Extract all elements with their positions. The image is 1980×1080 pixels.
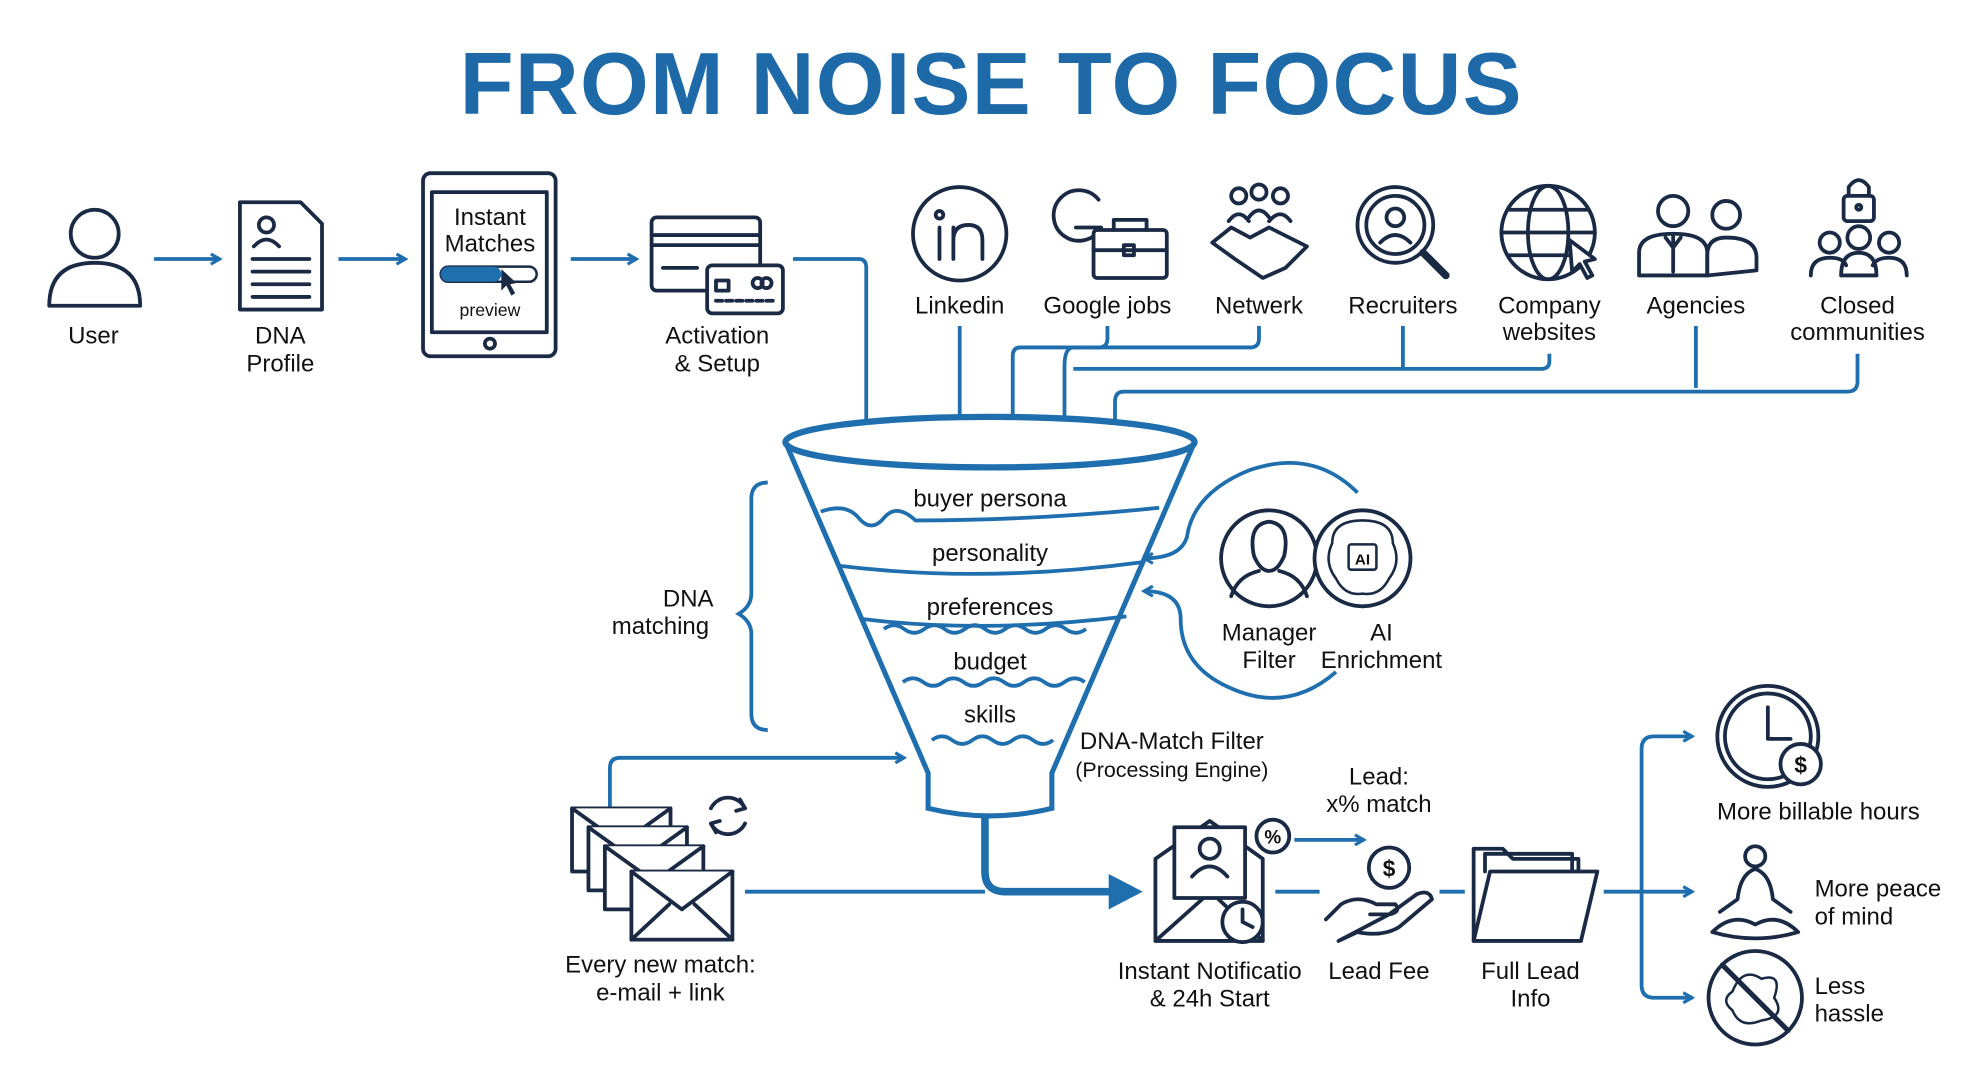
google-jobs-icon: [1051, 188, 1169, 280]
dna-profile-label: DNA: [255, 323, 306, 350]
preview-button[interactable]: preview: [460, 300, 521, 320]
activation-label: Activation: [665, 323, 769, 350]
linkedin-icon: [911, 185, 1009, 283]
lock-group-icon: [1808, 178, 1909, 278]
source-label-closed-communities: Closed: [1820, 292, 1895, 319]
main-output-arrow: [981, 815, 1112, 896]
credit-card-icon: [649, 215, 785, 316]
benefit-label: More peace: [1815, 876, 1942, 903]
lead-match-label: Lead:: [1349, 763, 1409, 790]
dollar-symbol: $: [1794, 752, 1807, 778]
agencies-icon: [1637, 194, 1759, 278]
dna-profile-label: Profile: [246, 350, 314, 377]
manager-label: Filter: [1242, 647, 1295, 674]
lead-match-label: x% match: [1326, 791, 1431, 818]
benefit-label: of mind: [1815, 904, 1894, 931]
tablet-icon: [421, 171, 558, 359]
benefit-label: More billable hours: [1717, 799, 1920, 826]
document-profile-icon: [238, 200, 324, 312]
page-title: FROM NOISE TO FOCUS: [460, 34, 1523, 133]
filter-label: DNA-Match Filter: [1080, 728, 1264, 755]
funnel-layer: skills: [964, 701, 1016, 728]
benefit-branches: [1603, 736, 1692, 997]
envelope-stack-icon: [570, 806, 735, 942]
benefit-label: Less: [1815, 973, 1866, 1000]
source-label-closed-communities: communities: [1790, 319, 1925, 346]
notification-label: Instant Notificatio: [1118, 958, 1302, 985]
dollar-symbol: $: [1383, 856, 1396, 882]
email-label: e-mail + link: [596, 979, 726, 1006]
cursor-icon: [501, 269, 517, 296]
percent-symbol: %: [1264, 828, 1281, 849]
email-label: Every new match:: [565, 951, 756, 978]
user-icon: [47, 207, 143, 308]
full-lead-label: Info: [1510, 986, 1550, 1013]
source-label-netwerk: Netwerk: [1215, 292, 1304, 319]
ai-label: AI: [1370, 619, 1393, 646]
activation-label: & Setup: [675, 350, 760, 377]
full-lead-label: Full Lead: [1481, 958, 1580, 985]
ai-brain-icon: [1312, 508, 1413, 609]
clock-dollar-icon: [1715, 683, 1823, 789]
funnel-layer: buyer persona: [913, 486, 1067, 513]
source-label-company-websites: websites: [1502, 319, 1596, 346]
funnel-layer: preferences: [927, 594, 1054, 621]
ai-label: Enrichment: [1321, 647, 1443, 674]
enrichment-arc: [1144, 591, 1338, 700]
source-label-linkedin: Linkedin: [915, 292, 1004, 319]
progress-fill: [440, 266, 502, 282]
refresh-icon: [709, 795, 747, 837]
funnel: [782, 413, 1198, 819]
dna-matching-label: matching: [612, 613, 709, 640]
tablet-text: Instant: [454, 204, 526, 231]
folder-icon: [1471, 846, 1600, 943]
funnel-layer: budget: [953, 648, 1027, 675]
user-label: User: [68, 323, 119, 350]
benefit-label: hassle: [1815, 1001, 1884, 1028]
notification-envelope-icon: [1153, 819, 1265, 945]
lead-fee-label: Lead Fee: [1328, 958, 1429, 985]
source-label-recruiters: Recruiters: [1348, 292, 1457, 319]
connector-activation-funnel: [793, 257, 866, 452]
no-hassle-icon: [1706, 949, 1804, 1047]
tablet-text: Matches: [445, 230, 536, 257]
notification-label: & 24h Start: [1150, 986, 1270, 1013]
filter-sublabel: (Processing Engine): [1075, 758, 1268, 782]
source-label-google-jobs: Google jobs: [1043, 292, 1171, 319]
dna-matching-label: DNA: [663, 585, 714, 612]
enrichment-arc: [1144, 461, 1359, 558]
funnel-layer: personality: [932, 540, 1048, 567]
source-label-agencies: Agencies: [1647, 292, 1746, 319]
email-feedback-arrow: [608, 758, 904, 809]
globe-icon: [1499, 183, 1597, 282]
source-label-company-websites: Company: [1498, 292, 1601, 319]
recruiter-search-icon: [1355, 185, 1450, 280]
hand-dollar-icon: [1323, 845, 1434, 943]
bracket: [735, 480, 768, 732]
arrowhead: [1108, 873, 1143, 910]
handshake-icon: [1210, 182, 1309, 280]
percent-icon: [1254, 817, 1292, 855]
manager-label: Manager: [1222, 619, 1317, 646]
meditation-icon: [1710, 844, 1801, 941]
manager-icon: [1219, 508, 1319, 609]
ai-badge: AI: [1355, 552, 1370, 569]
